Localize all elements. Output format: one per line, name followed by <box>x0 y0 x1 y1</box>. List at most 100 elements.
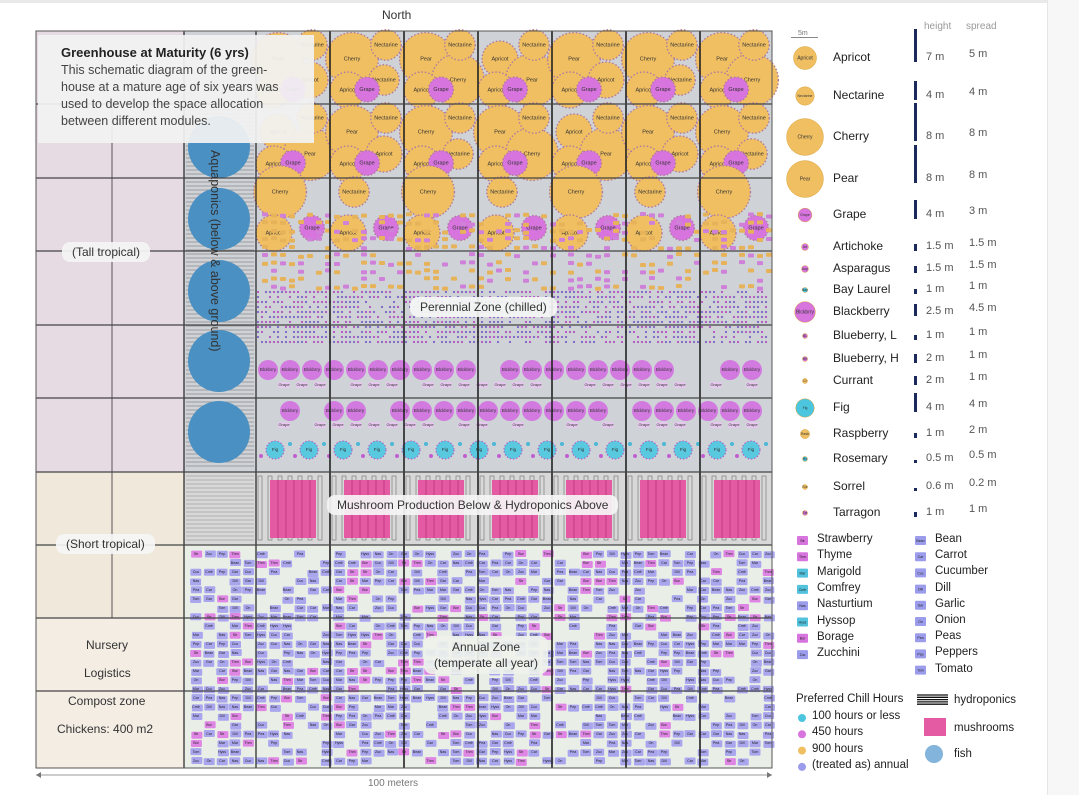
crop-bean: Bean <box>710 586 722 594</box>
berry-dot <box>396 320 400 324</box>
crop-tomato: Tom <box>295 695 307 703</box>
crop-label: Bean <box>283 588 291 592</box>
crop-garlic: Gar <box>645 669 657 676</box>
crop-label: Pea <box>193 588 199 592</box>
currant-shrub <box>703 221 709 226</box>
berry-dot <box>644 290 648 294</box>
crop-marigold: Mar <box>229 739 241 747</box>
crop-tile <box>256 551 268 559</box>
blueberry-shrub <box>424 213 430 218</box>
currant-shrub <box>748 220 754 225</box>
berry-dot <box>720 335 724 339</box>
berry-dot <box>748 305 752 309</box>
berry-dot <box>568 295 572 299</box>
berry-dot <box>528 335 532 339</box>
berry-dot <box>740 325 744 329</box>
crop-label: Nas <box>648 759 655 763</box>
crop-label: Pea <box>349 651 355 655</box>
berry-dot <box>444 320 448 324</box>
blueberry-shrub <box>658 268 664 273</box>
berry-dot <box>576 305 580 309</box>
crop-label: Gar <box>349 723 356 727</box>
berry-dot <box>256 295 260 299</box>
tree-label: Nectarine <box>742 42 766 48</box>
berry-dot <box>612 340 616 344</box>
grape-vine: Grape <box>512 382 524 388</box>
legend-annual-name: Peas <box>935 630 962 643</box>
berry-dot <box>740 330 744 334</box>
berry-dot <box>412 320 416 324</box>
crop-cucumber: Cuc <box>256 721 268 729</box>
crop-peppers: Pep <box>658 649 670 657</box>
crop-marigold: Mar <box>749 740 761 748</box>
berry-dot <box>336 315 340 319</box>
crop-label: Pep <box>414 651 420 655</box>
berry-dot <box>628 300 632 304</box>
berry-dot <box>636 340 640 344</box>
crop-nasturtium: Nas <box>217 703 229 711</box>
crop-carrot: Car <box>672 640 684 648</box>
tree-label: Cherry <box>716 189 733 195</box>
crop-label: Mar <box>297 678 304 682</box>
right-scrollbar[interactable] <box>1047 0 1079 795</box>
crop-label: On <box>272 660 277 664</box>
currant-shrub <box>568 270 574 275</box>
crop-tile <box>281 560 293 568</box>
mushrooms-symbol-label: mushrooms <box>954 722 1015 734</box>
berry-dot <box>748 325 752 329</box>
berry-dot <box>708 290 712 294</box>
berry-dot <box>300 325 304 329</box>
crop-tomato: Tom <box>399 613 411 621</box>
crop-peas: Pea <box>372 712 384 720</box>
berry-dot <box>480 340 484 344</box>
crop-onion: On <box>295 640 307 648</box>
legend-spread-value: 1.5 m <box>969 259 997 271</box>
crop-garlic: Gar <box>217 651 229 658</box>
crop-zucchini: Zuc <box>632 578 644 586</box>
currant-shrub <box>649 262 655 267</box>
crop-label: Nas <box>453 696 460 700</box>
chill-legend-label: 900 hours <box>812 742 864 755</box>
berry-dot <box>264 320 268 324</box>
berry-dot <box>356 310 360 314</box>
berry-dot <box>684 315 688 319</box>
grape-label: Grape <box>296 382 308 387</box>
crop-label: Bor <box>284 696 290 700</box>
hydroponics-channel <box>317 475 323 541</box>
blackberry: Blckbrry <box>720 401 740 421</box>
crop-label: Bor <box>726 633 732 637</box>
crop-label: Pea <box>258 732 264 736</box>
grape-plot <box>512 382 524 388</box>
crop-label: Cmfr <box>465 561 474 565</box>
crop-label: Hyss <box>270 624 278 628</box>
berry-dot <box>628 290 632 294</box>
berry-dot <box>524 320 528 324</box>
crop-borage: Bor <box>581 560 593 568</box>
fig-label: Fig <box>442 447 449 452</box>
berry-dot <box>604 320 608 324</box>
crop-peas: Pea <box>386 685 398 693</box>
berry-dot <box>380 330 384 334</box>
crop-peas: Pea <box>295 597 307 604</box>
tree-label: Cherry <box>272 189 289 195</box>
top-rule <box>0 0 1047 3</box>
rosemary-dot <box>526 442 530 446</box>
tree-label: Apricot <box>413 87 431 93</box>
grape-vine: Grape <box>296 382 308 388</box>
berry-dot <box>756 320 760 324</box>
crop-marigold: Mar <box>191 631 203 639</box>
fig-tree: Fig <box>565 440 598 460</box>
blueberry-shrub <box>469 222 475 227</box>
crop-label: Zuc <box>635 579 641 583</box>
berry-dot <box>408 320 412 324</box>
crop-label: Nas <box>232 651 239 655</box>
crop-carrot: Car <box>476 560 488 568</box>
crop-borage: Bor <box>658 659 670 667</box>
crop-thyme: Thm <box>268 559 280 567</box>
rosemary-dot <box>356 442 360 446</box>
crop-comfrey: Cmfr <box>515 596 527 604</box>
crop-zucchini: Zuc <box>256 613 268 621</box>
crop-label: Tom <box>284 750 291 754</box>
berry-dot <box>264 325 268 329</box>
berry-dot <box>368 310 372 314</box>
